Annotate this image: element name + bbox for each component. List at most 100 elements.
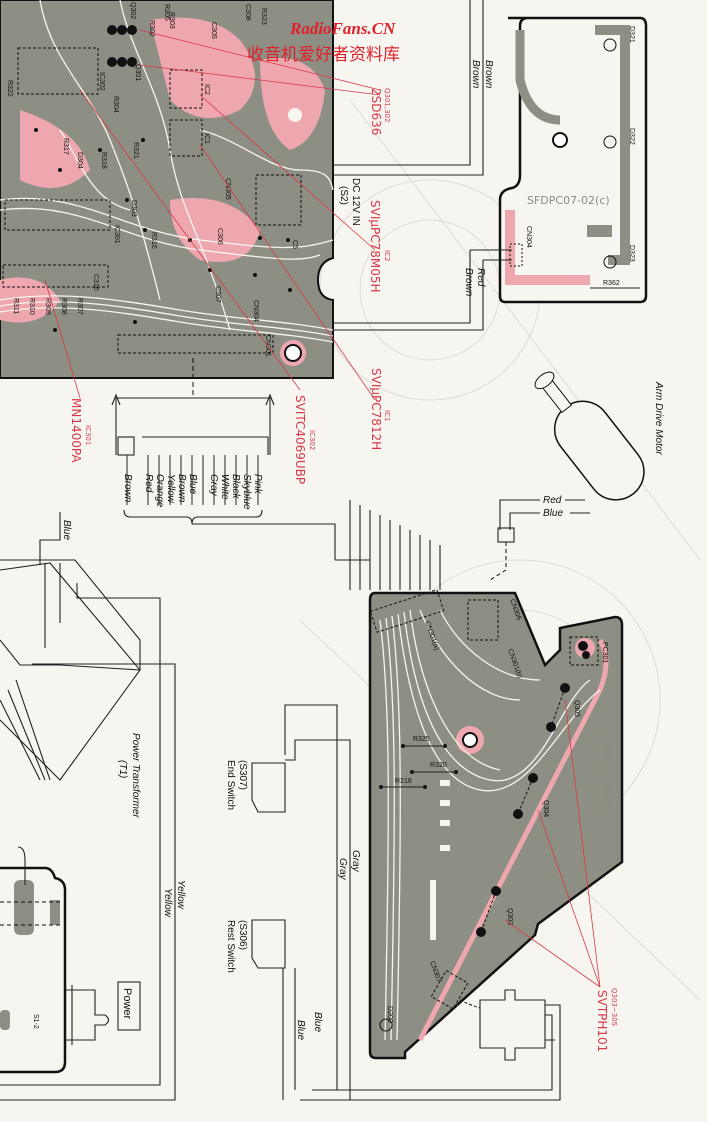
wire-label: Blue — [61, 520, 72, 540]
ic301-ref: IC301 — [84, 425, 92, 445]
wire-label: Yellow — [175, 880, 186, 910]
q301-ref: Q301,302 — [383, 88, 391, 122]
ic301-part: MN1400PA — [69, 398, 83, 463]
component-label: R304 — [112, 96, 119, 113]
component-label: R362 — [603, 280, 620, 287]
led-pcb-label: SFDPC07-02(c) — [527, 194, 610, 207]
annotation-leaders — [44, 29, 381, 401]
watermark-text-cn: 收音机爱好者资料库 — [247, 45, 400, 65]
arm-pcb — [368, 589, 624, 1060]
ic302-part: SVITC4069UBP — [293, 395, 307, 484]
component-label: C307 — [214, 286, 221, 303]
wire-label: Skyblue — [241, 474, 252, 510]
rest-switch — [251, 919, 296, 1100]
wire-label: Brown — [470, 60, 481, 89]
transformer-name: Power Transformer — [130, 733, 141, 819]
wire-label: Blue — [543, 508, 563, 519]
ic1-ref: IC1 — [383, 410, 391, 421]
wire-label: Blue — [295, 1020, 306, 1040]
wire-label: Blue — [187, 474, 198, 494]
component-label: R325 — [413, 736, 430, 743]
q303-ref: Q303~305 — [610, 988, 618, 1026]
motor-label: Arm Drive Motor — [653, 381, 664, 455]
watermark: RadioFans.CN 收音机爱好者资料库 — [247, 19, 400, 65]
end-switch — [251, 704, 351, 1100]
dc-in-label: DC 12V IN — [350, 178, 361, 226]
component-label: C306 — [216, 228, 223, 245]
wire-label: Gray — [350, 850, 361, 873]
watermark-text: RadioFans.CN — [289, 19, 396, 38]
arm-pcb-label: SFDPC07-02(b) — [601, 730, 614, 814]
component-label: R303 — [168, 12, 175, 29]
wire-label: Brown — [463, 268, 474, 297]
ic302-ref: IC302 — [308, 430, 316, 450]
power-switch — [0, 846, 141, 1074]
photo-sensor-bracket — [300, 989, 561, 1101]
component-label: R311 — [12, 298, 19, 314]
wire-label: White — [219, 474, 230, 500]
wire-label: Red — [475, 268, 486, 287]
component-label: D323 — [628, 245, 635, 262]
component-label: R318 — [100, 152, 107, 169]
component-label: CN304 — [525, 226, 532, 248]
wire-label: Pink — [252, 474, 263, 494]
wire-label: Blue — [312, 1012, 323, 1032]
component-label: R323 — [260, 8, 267, 25]
component-label: IC1 — [203, 133, 210, 144]
component-label: R308 — [60, 298, 67, 315]
component-label: R305 — [163, 4, 170, 21]
component-label: R321 — [132, 142, 139, 159]
component-label: Q302 — [129, 2, 136, 19]
wire-label: Brown — [483, 60, 494, 89]
wire-label: Black — [230, 474, 241, 499]
component-label: IC2 — [203, 84, 210, 95]
switch-name: Rest Switch — [225, 920, 236, 973]
component-label: D304 — [76, 152, 83, 169]
wire-label: Red — [543, 495, 562, 506]
component-label: R309 — [44, 298, 51, 315]
q301-part: 2SD636 — [369, 88, 383, 135]
component-label: Q304 — [542, 800, 549, 817]
ic2-part: SVIμPC78M05H — [368, 200, 382, 293]
q303-part: SVTPH101 — [595, 990, 609, 1052]
component-label: R317 — [62, 138, 69, 155]
switch-name: End Switch — [225, 760, 236, 810]
component-label: CN304 — [252, 300, 259, 322]
dc-in-ref: (S2) — [338, 186, 349, 205]
wire-label: Brown — [122, 474, 133, 503]
component-label: C5 — [291, 240, 298, 249]
wire-label: Orange — [154, 474, 165, 508]
component-label: R302 — [148, 20, 155, 37]
component-label: Q303 — [506, 908, 513, 925]
component-label: D209 — [386, 1006, 393, 1023]
component-label: D322 — [628, 128, 635, 145]
component-label: IC301 — [113, 225, 120, 244]
switch-ref: (S306) — [237, 920, 248, 950]
component-label: C308 — [244, 4, 251, 21]
power-transformer — [0, 512, 176, 1101]
component-label: D303 — [130, 200, 137, 217]
arm-drive-motor — [534, 371, 645, 501]
component-label: R322 — [6, 80, 13, 97]
component-label: R320 — [430, 762, 447, 769]
wire-label: Gray — [208, 474, 219, 497]
motor-connector — [497, 527, 515, 543]
component-label: Q301 — [134, 64, 141, 81]
wire-label: Yellow — [162, 888, 173, 918]
component-label: R307 — [76, 298, 83, 315]
wire-label: Gray — [337, 858, 348, 881]
switch-ref: (S307) — [237, 760, 248, 790]
ic2-ref: IC2 — [383, 250, 391, 261]
component-label: PC301 — [601, 642, 608, 664]
component-label: D321 — [628, 26, 635, 43]
component-label: C316 — [92, 274, 99, 291]
component-label: Q305 — [573, 700, 580, 717]
component-label: CN305 — [224, 178, 231, 200]
component-label: R316 — [150, 232, 157, 249]
ic1-part: SVIμPC7812H — [369, 368, 383, 450]
led-pcb — [333, 16, 648, 331]
component-label: R310 — [28, 298, 35, 315]
power-switch-ref: S1-2 — [32, 1014, 39, 1029]
